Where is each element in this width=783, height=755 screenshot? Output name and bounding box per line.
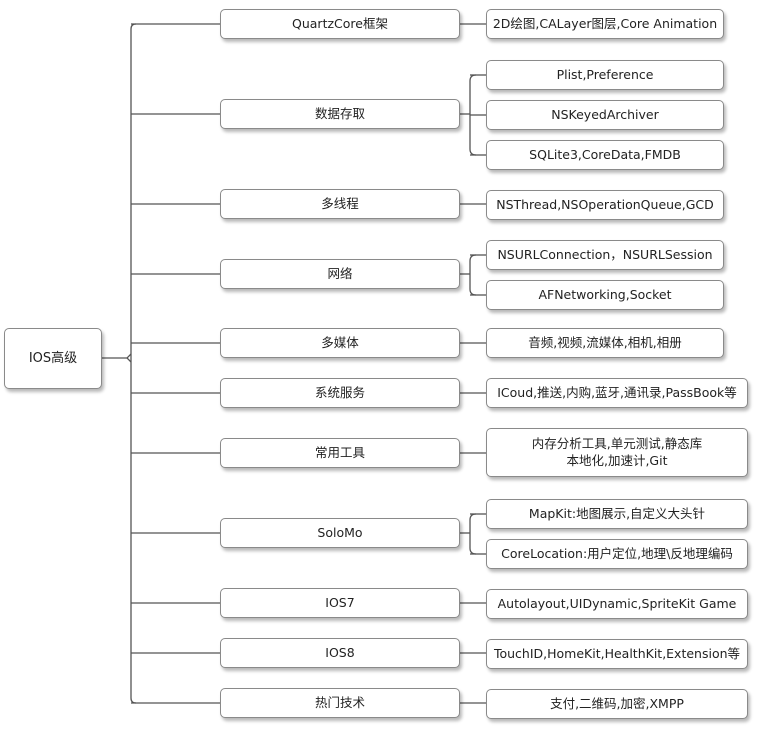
leaf-bracket	[469, 513, 477, 555]
branch-node-solomo: SoloMo	[220, 518, 460, 548]
leaf-node: TouchID,HomeKit,HealthKit,Extension等	[486, 639, 748, 669]
leaf-node: NSKeyedArchiver	[486, 100, 724, 130]
branch-node-quartzcore: QuartzCore框架	[220, 9, 460, 39]
root-label: IOS高级	[28, 350, 78, 366]
branch-label: 热门技术	[314, 694, 365, 710]
leaf-label: CoreLocation:用户定位,地理\反地理编码	[501, 545, 733, 561]
leaf-label: AFNetworking,Socket	[538, 286, 672, 302]
leaf-label: NSURLConnection，NSURLSession	[497, 246, 713, 262]
leaf-label: Plist,Preference	[556, 66, 654, 82]
root-spine	[130, 23, 137, 704]
branch-node-multimedia: 多媒体	[220, 328, 460, 358]
leaf-node: 支付,二维码,加密,XMPP	[486, 689, 748, 719]
leaf-label: MapKit:地图展示,自定义大头针	[528, 505, 706, 521]
leaf-label-line1: 内存分析工具,单元测试,静态库	[531, 435, 703, 451]
branch-label: 网络	[327, 265, 353, 281]
leaf-label: 音频,视频,流媒体,相机,相册	[528, 334, 682, 350]
leaf-node: Autolayout,UIDynamic,SpriteKit Game	[486, 589, 748, 619]
branch-node-multithreading: 多线程	[220, 189, 460, 219]
branch-label: SoloMo	[317, 524, 363, 540]
leaf-node: 内存分析工具,单元测试,静态库 本地化,加速计,Git	[486, 428, 748, 477]
branch-label: 多媒体	[321, 334, 359, 350]
branch-label: 多线程	[321, 195, 359, 211]
leaf-label: SQLite3,CoreData,FMDB	[529, 146, 681, 162]
leaf-bracket	[469, 254, 477, 296]
branch-label: 系统服务	[314, 384, 365, 400]
branch-label: 数据存取	[314, 105, 365, 121]
leaf-node: NSURLConnection，NSURLSession	[486, 240, 724, 270]
leaf-node: Plist,Preference	[486, 60, 724, 90]
branch-label: QuartzCore框架	[292, 15, 388, 31]
leaf-label: 支付,二维码,加密,XMPP	[550, 695, 684, 711]
branch-label: IOS8	[325, 644, 355, 660]
leaf-node: CoreLocation:用户定位,地理\反地理编码	[486, 539, 748, 569]
branch-node-common-tools: 常用工具	[220, 438, 460, 468]
root-node: IOS高级	[4, 328, 102, 389]
leaf-label: NSThread,NSOperationQueue,GCD	[496, 196, 714, 212]
leaf-node: AFNetworking,Socket	[486, 280, 724, 310]
leaf-label: Autolayout,UIDynamic,SpriteKit Game	[497, 595, 737, 611]
leaf-node: SQLite3,CoreData,FMDB	[486, 140, 724, 170]
leaf-node: MapKit:地图展示,自定义大头针	[486, 499, 748, 529]
branch-node-ios7: IOS7	[220, 588, 460, 618]
leaf-label-line2: 本地化,加速计,Git	[566, 452, 668, 468]
branch-node-ios8: IOS8	[220, 638, 460, 668]
leaf-label: NSKeyedArchiver	[551, 106, 659, 122]
leaf-node: NSThread,NSOperationQueue,GCD	[486, 190, 724, 220]
leaf-node: 2D绘图,CALayer图层,Core Animation	[486, 9, 724, 39]
branch-label: IOS7	[325, 594, 355, 610]
branch-node-hot-tech: 热门技术	[220, 688, 460, 718]
root-connector	[102, 353, 132, 363]
leaf-label: ICoud,推送,内购,蓝牙,通讯录,PassBook等	[497, 384, 737, 400]
branch-label: 常用工具	[314, 444, 365, 460]
leaf-label: 2D绘图,CALayer图层,Core Animation	[492, 15, 718, 31]
leaf-label: TouchID,HomeKit,HealthKit,Extension等	[493, 645, 741, 661]
leaf-node: ICoud,推送,内购,蓝牙,通讯录,PassBook等	[486, 378, 748, 408]
branch-node-network: 网络	[220, 259, 460, 289]
leaf-node: 音频,视频,流媒体,相机,相册	[486, 328, 724, 358]
branch-node-data-storage: 数据存取	[220, 99, 460, 129]
branch-node-system-services: 系统服务	[220, 378, 460, 408]
